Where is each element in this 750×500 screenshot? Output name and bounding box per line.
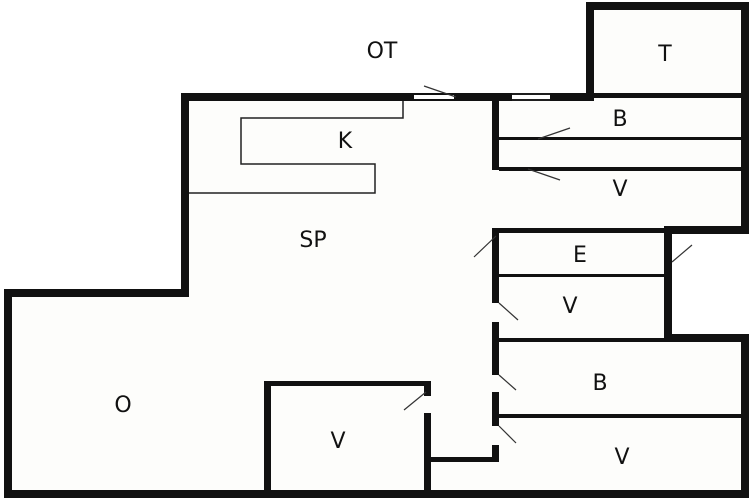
kitchen-counter — [189, 101, 404, 194]
room-label-v3: V — [330, 429, 345, 454]
interior-walls — [264, 93, 749, 494]
room-label-e: E — [573, 243, 587, 268]
room-label-t: T — [657, 42, 672, 67]
room-labels: OT T B K V SP E V B O V V — [114, 39, 672, 470]
door-swings — [403, 127, 693, 444]
room-label-b2: B — [592, 371, 607, 396]
room-label-o: O — [114, 393, 131, 418]
window-gap — [512, 95, 550, 99]
entrance-door-gap — [414, 95, 454, 99]
room-label-v4: V — [614, 445, 629, 470]
room-label-b1: B — [612, 107, 627, 132]
room-label-ot: OT — [367, 39, 398, 64]
floor-area — [8, 5, 745, 495]
room-label-v1: V — [612, 177, 627, 202]
room-label-v2: V — [562, 294, 577, 319]
room-label-k: K — [338, 129, 353, 154]
room-label-sp: SP — [299, 228, 326, 253]
entrance-door-swing — [423, 85, 457, 98]
